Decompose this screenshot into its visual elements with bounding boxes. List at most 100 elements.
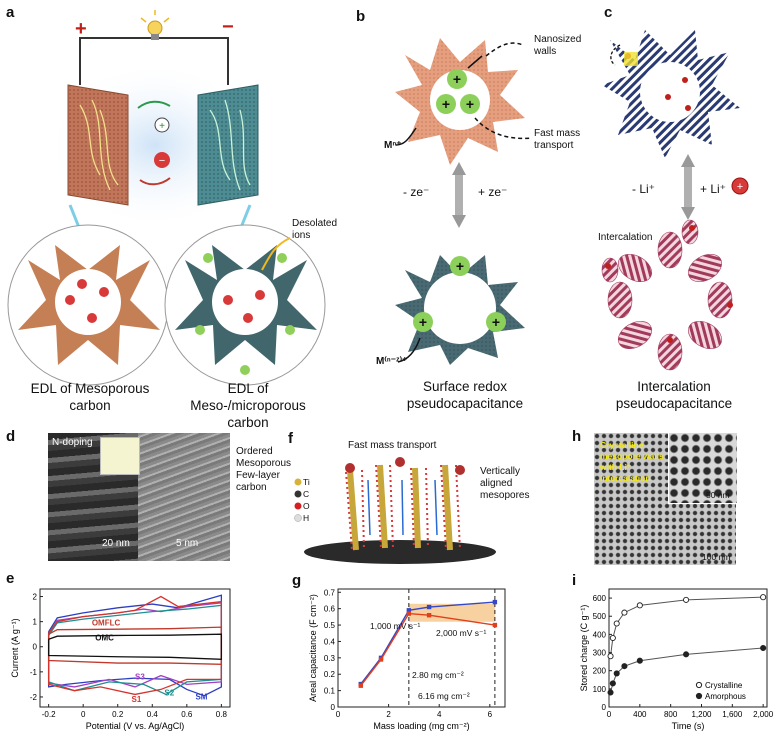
data-point [621, 663, 628, 670]
plot-frame [337, 588, 506, 708]
li-deintercalation-label: - Li⁺ [632, 182, 656, 196]
vertically-aligned-callout: Vertically aligned mesopores [480, 466, 530, 501]
scale-bar-100nm: 100 nm [702, 552, 731, 562]
scale-bar-20nm: 20 nm [102, 538, 130, 549]
data-point [683, 651, 690, 658]
intercalation-callout: Intercalation [598, 232, 653, 243]
data-point [636, 602, 643, 609]
caption-surface-redox: Surface redox pseudocapacitance [406, 379, 524, 411]
y-tick-label: 200 [593, 667, 607, 676]
fast-mass-transport-title: Fast mass transport [348, 440, 437, 451]
panel-b-diagram: +++ +++ [395, 38, 533, 365]
data-point [378, 657, 384, 662]
svg-text:+: + [442, 96, 450, 112]
annotation-6-16: 6.16 mg cm⁻² [418, 691, 470, 701]
crystalline-overlay: Crystalline mesopore walls with Li⁺ inte… [600, 440, 664, 483]
x-tick-label: 0 [81, 710, 86, 719]
x-tick-label: 0 [336, 710, 341, 719]
data-point [609, 680, 616, 687]
x-tick-label: 0.4 [147, 710, 159, 719]
series-label: OMC [95, 633, 114, 642]
desolated-ions-callout: Desolated ions [292, 218, 338, 241]
panel-i-label: i [572, 572, 577, 589]
x-tick-label: 0.8 [216, 710, 228, 719]
ordered-mesoporous-callout: Ordered Mesoporous Few-layer carbon [236, 446, 292, 493]
x-tick-label: 2,000 [753, 710, 774, 719]
panel-d-label: d [6, 428, 16, 445]
panel-e-label: e [6, 570, 15, 587]
ion-m-n-z-plus: M⁽ⁿ⁻ᶻ⁾⁺ [376, 356, 408, 367]
panel-a-diagram: + − [7, 10, 326, 386]
panel-f-label: f [288, 430, 293, 447]
y-tick-label: 1 [33, 618, 38, 627]
sem-inset [668, 433, 737, 504]
caption-meso-microporous: EDL of Meso-/microporous carbon [190, 381, 306, 430]
n-doping-tag: N-doping [52, 437, 93, 448]
scale-bar-5nm: 5 nm [176, 538, 199, 549]
caption-intercalation: Intercalation pseudocapacitance [615, 379, 733, 411]
x-axis-label: Time (s) [672, 721, 705, 731]
annotation-2-80: 2.80 mg cm⁻² [412, 670, 464, 680]
y-tick-label: 500 [593, 612, 607, 621]
data-point [760, 594, 767, 601]
y-axis-label: Stored charge (C g⁻¹) [579, 605, 589, 692]
y-tick-label: 600 [593, 594, 607, 603]
legend-o: O [303, 501, 310, 511]
data-point [426, 613, 432, 618]
fast-mass-transport-callout: Fast mass transport [534, 128, 581, 151]
annotation-2000mvs: 2,000 mV s⁻¹ [436, 628, 487, 638]
nanosized-walls-callout: Nanosized walls [534, 34, 582, 57]
panel-c-label: c [604, 4, 613, 21]
data-point [621, 609, 628, 616]
y-tick-label: 2 [33, 593, 38, 602]
x-tick-label: 800 [664, 710, 678, 719]
x-tick-label: 4 [437, 710, 442, 719]
svg-text:+: + [492, 314, 500, 330]
y-tick-label: 0.3 [324, 654, 336, 663]
data-point [406, 611, 412, 616]
data-point [613, 670, 620, 677]
y-tick-label: 300 [593, 649, 607, 658]
data-point [760, 644, 767, 652]
x-tick-label: 400 [633, 710, 647, 719]
cv-loop [47, 633, 223, 660]
legend-label: Amorphous [705, 692, 746, 701]
li-intercalation-label: + Li⁺ [700, 182, 727, 196]
svg-text:+: + [419, 314, 427, 330]
series-line [610, 596, 764, 657]
svg-text:+: + [466, 96, 474, 112]
x-axis-label: Potential (V vs. Ag/AgCl) [86, 721, 185, 731]
data-point [492, 599, 498, 605]
caption-mesoporous: EDL of Mesoporous carbon [30, 381, 150, 413]
y-tick-label: 0 [331, 703, 336, 712]
series-label: S3 [135, 672, 145, 681]
y-tick-label: -1 [30, 668, 38, 677]
data-point [358, 683, 363, 688]
svg-text:+: + [159, 121, 165, 132]
data-point [607, 653, 614, 660]
legend-marker [695, 692, 703, 700]
svg-text:−: − [159, 155, 165, 167]
x-tick-label: 1,200 [691, 710, 712, 719]
x-tick-label: 0.6 [181, 710, 193, 719]
y-tick-label: 0.2 [324, 670, 336, 679]
y-tick-label: 100 [593, 685, 607, 694]
y-tick-label: 0.7 [324, 588, 336, 597]
atom-legend [294, 478, 302, 522]
x-tick-label: 1,600 [722, 710, 743, 719]
legend-marker [695, 681, 703, 689]
data-point [426, 604, 432, 610]
oxidation-label: + ze⁻ [478, 185, 508, 199]
y-tick-label: 0.6 [324, 605, 336, 614]
y-tick-label: -2 [30, 693, 38, 702]
svg-text:+: + [737, 181, 743, 193]
panel-h-label: h [572, 428, 582, 445]
series-label: OMFLC [92, 618, 121, 627]
data-point [406, 608, 412, 613]
y-tick-label: 0 [33, 643, 38, 652]
panel-b-label: b [356, 8, 366, 25]
plot-frame [608, 588, 768, 708]
x-tick-label: -0.2 [42, 710, 56, 719]
